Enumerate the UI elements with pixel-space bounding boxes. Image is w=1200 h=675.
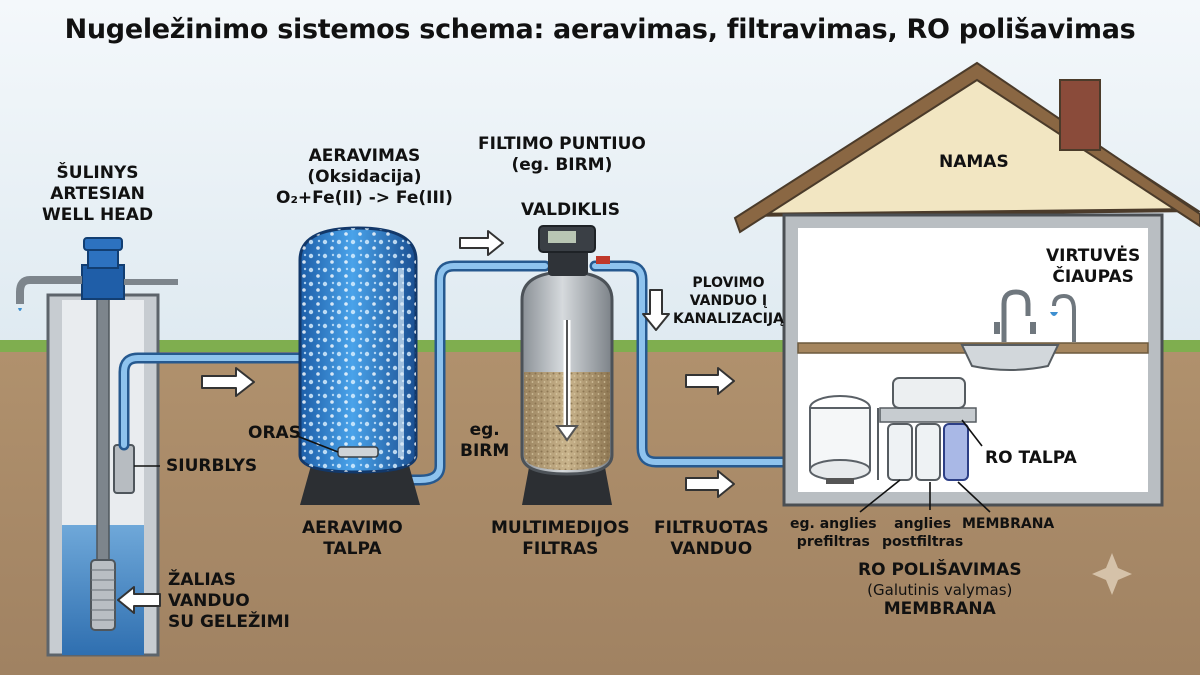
label-membrane: MEMBRANA — [962, 516, 1055, 532]
page-title: Nugeležinimo sistemos schema: aeravimas,… — [64, 14, 1136, 45]
label-aeration: AERAVIMAS(Oksidacija)O₂+Fe(II) -> Fe(III… — [276, 146, 453, 208]
ro-cartridges — [887, 423, 969, 481]
sparkle-watermark — [1092, 553, 1132, 595]
chimney — [1059, 79, 1101, 151]
label-air: ORAS — [248, 423, 301, 443]
multimedia-filter — [520, 225, 614, 505]
air-diffuser — [337, 446, 379, 458]
submersible-pump — [113, 444, 135, 494]
faucet-main — [1001, 289, 1031, 342]
label-controller: VALDIKLIS — [521, 200, 621, 220]
aeration-tank — [298, 226, 420, 505]
label-ro-polishing: RO POLIŠAVIMAS(Galutinis valymas)MEMBRAN… — [858, 560, 1022, 619]
sink — [960, 344, 1060, 371]
label-filter-head: FILTIMO PUNTIUO(eg. BIRM) — [478, 134, 646, 175]
label-pump: SIURBLYS — [166, 456, 258, 476]
faucet-ro — [1052, 293, 1076, 342]
label-ro-tank: RO TALPA — [985, 448, 1077, 468]
well-head — [81, 264, 125, 300]
flow-arrows — [117, 230, 735, 614]
label-media: eg.BIRM — [460, 420, 510, 461]
house — [733, 61, 1200, 507]
well-screen — [90, 559, 116, 631]
leader-lines — [134, 419, 991, 513]
label-house: NAMAS — [939, 152, 1009, 172]
controller-display — [548, 231, 576, 243]
spout-pipe — [16, 276, 82, 304]
